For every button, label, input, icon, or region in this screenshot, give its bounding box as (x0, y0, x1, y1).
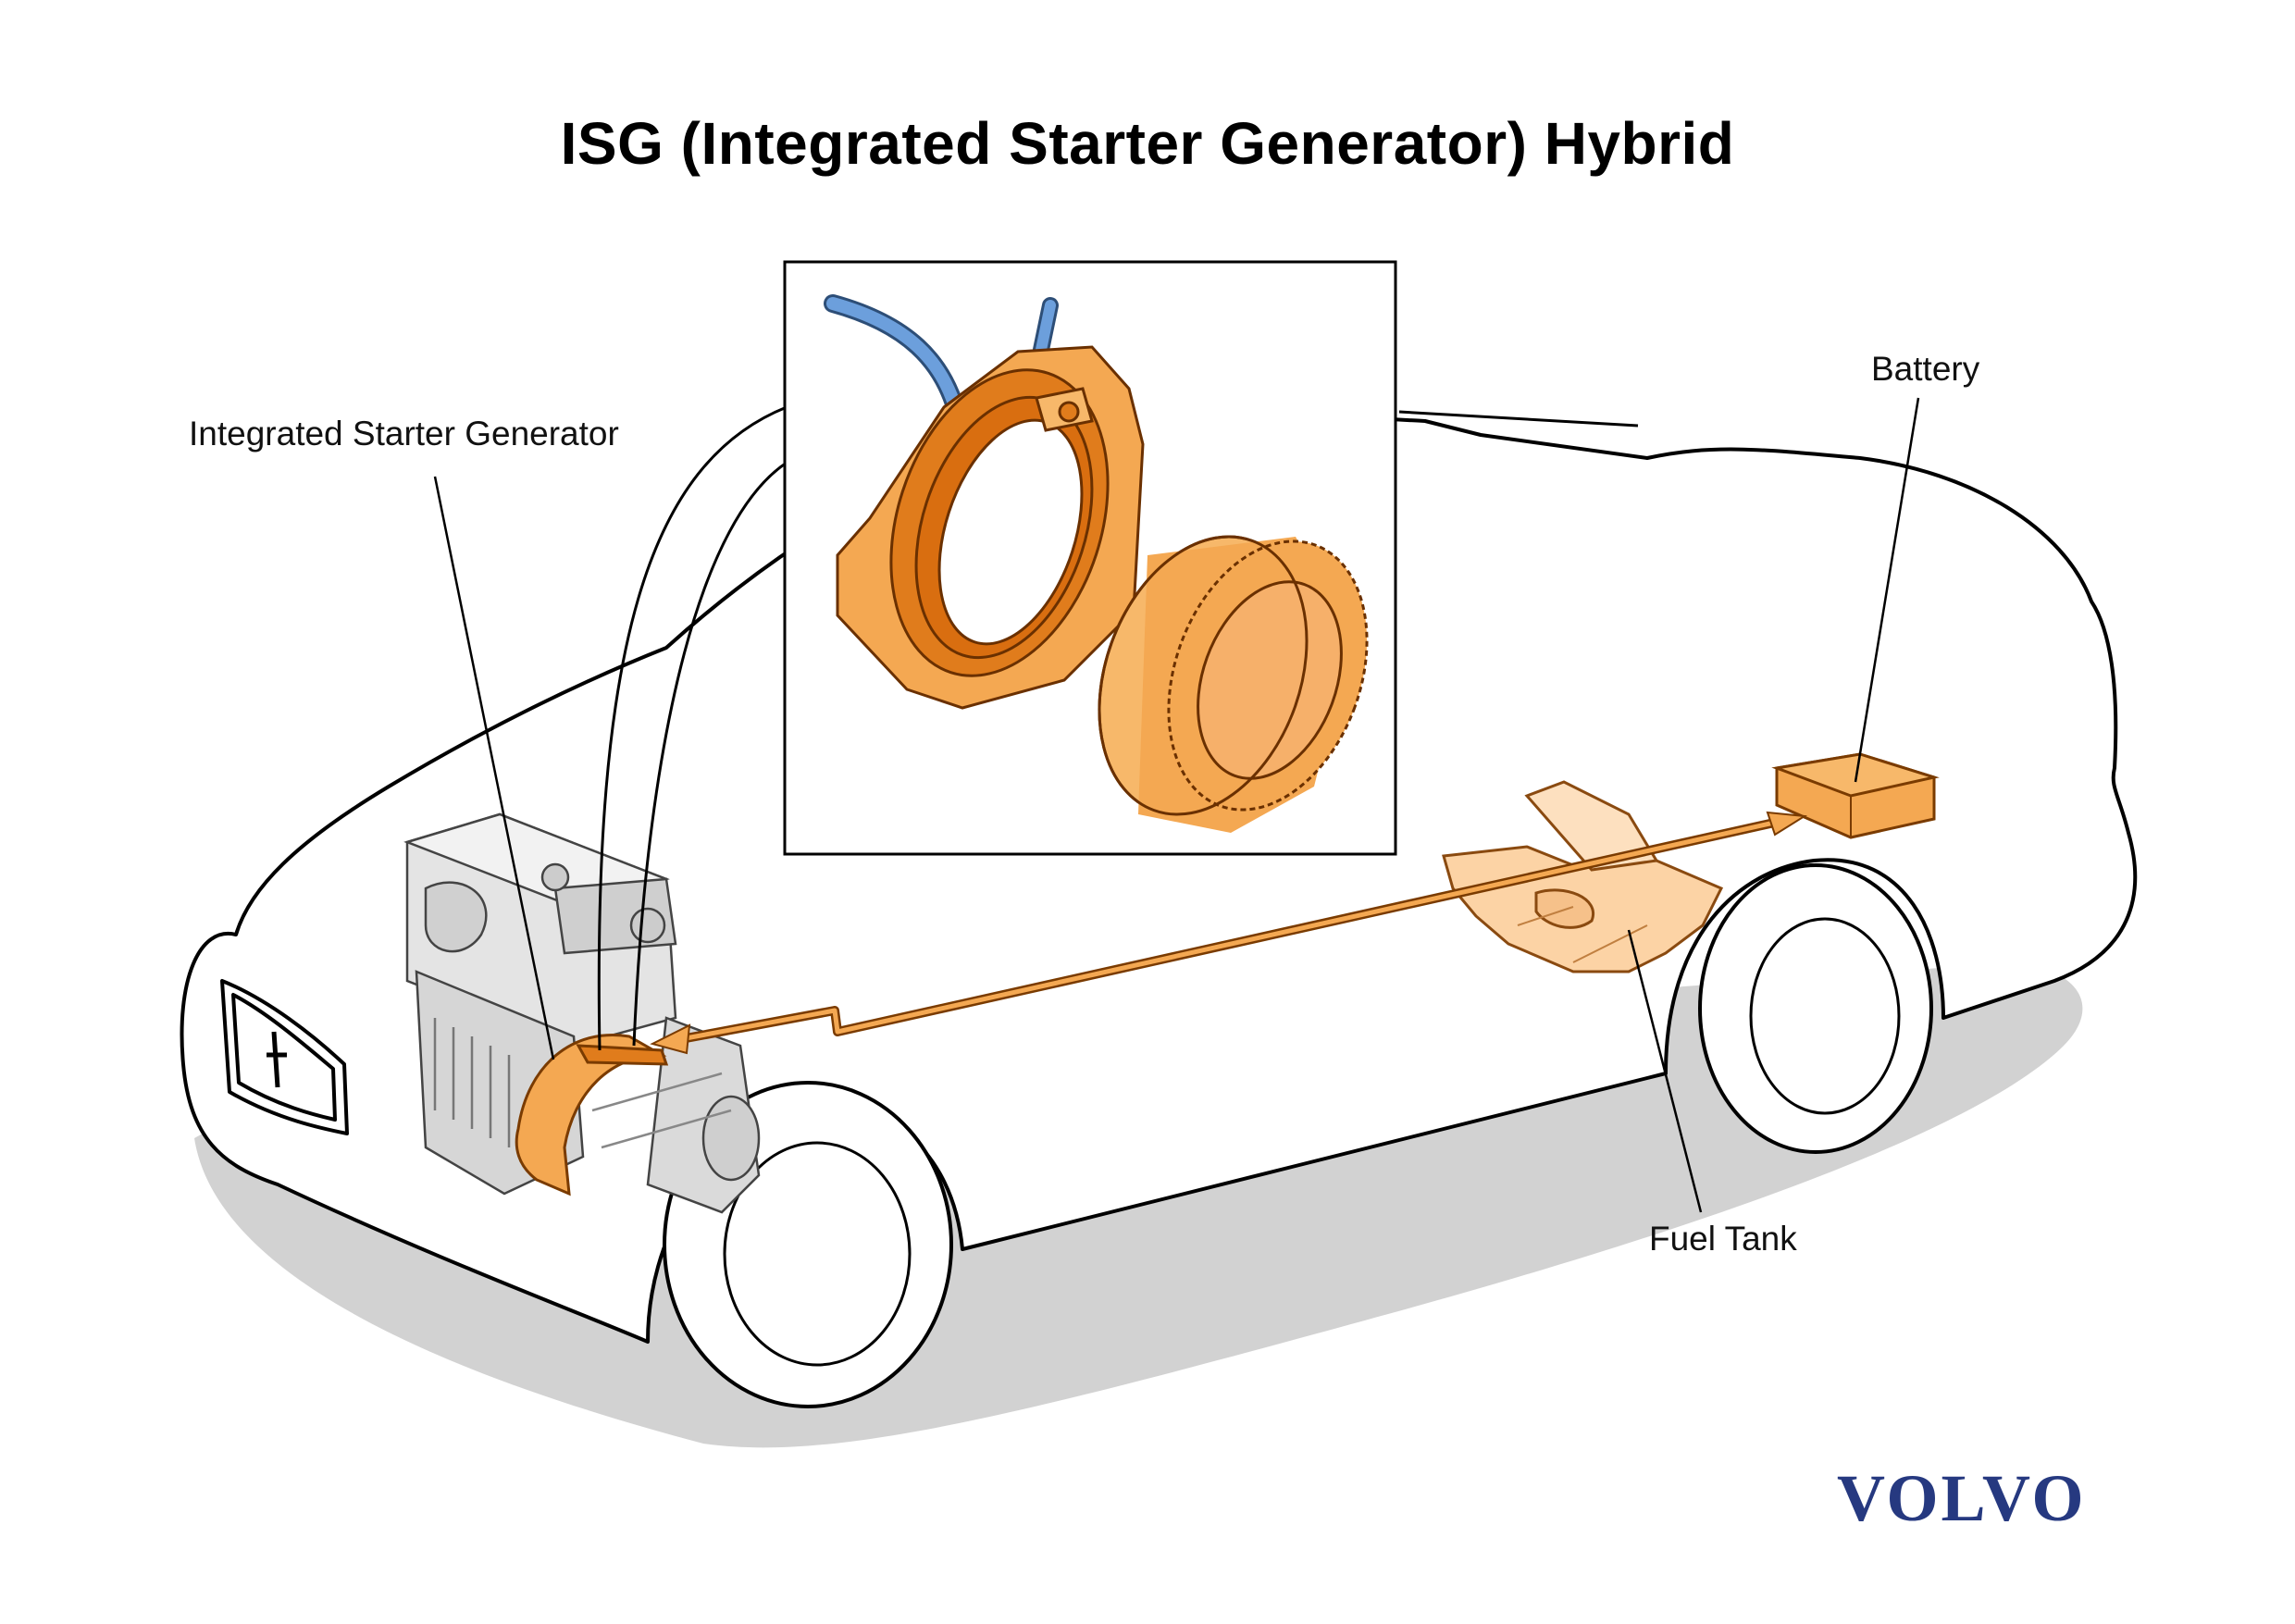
isg-label: Integrated Starter Generator (189, 415, 619, 452)
fuel-tank-icon (1442, 780, 1724, 973)
label-leaders (433, 397, 1920, 1213)
isg-stator-icon (836, 345, 1145, 710)
page-title: ISG (Integrated Starter Generator) Hybri… (560, 110, 1735, 177)
isg-inset (783, 260, 1397, 856)
engine-icon (403, 812, 761, 1214)
isg-leader (433, 476, 555, 1060)
battery-label: Battery (1871, 350, 1980, 388)
isg-rotor-icon (1098, 535, 1369, 833)
power-flow-arrow (650, 811, 1808, 1055)
inset-leader-lines (597, 405, 1639, 1051)
fuel-tank-label: Fuel Tank (1649, 1220, 1797, 1258)
fuel-tank-leader (1627, 929, 1703, 1213)
battery-leader (1854, 397, 1920, 783)
rear-wheel (1698, 863, 1933, 1154)
volvo-logo: VOLVO (1837, 1461, 2087, 1535)
